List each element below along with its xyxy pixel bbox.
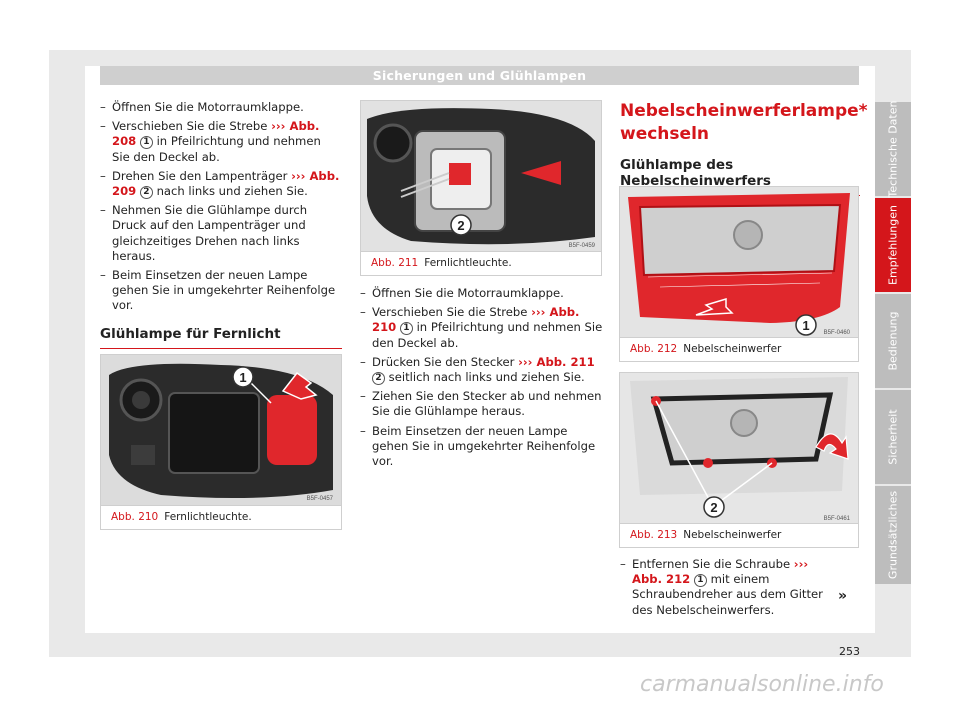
headlamp-connector-illustration: 2 B5F-0459 bbox=[361, 101, 601, 251]
tab-sicherheit[interactable]: Sicherheit bbox=[875, 390, 911, 484]
page-number: 253 bbox=[839, 645, 860, 658]
figure-reference-link[interactable]: ››› Abb. 212 bbox=[632, 557, 809, 587]
callout-number: 2 bbox=[372, 372, 385, 386]
section-header: Sicherungen und Glühlampen bbox=[100, 66, 859, 85]
callout-number: 1 bbox=[399, 322, 413, 336]
tab-technische-daten[interactable]: Technische Daten bbox=[875, 101, 911, 197]
step-item: Nehmen Sie die Glühlampe durch Druck auf… bbox=[100, 203, 342, 264]
figure-reference-link[interactable]: ››› Abb. 211 bbox=[518, 354, 595, 369]
headlamp-illustration: 1 B5F-0457 bbox=[101, 355, 341, 505]
figure-code: B5F-0461 bbox=[824, 516, 851, 522]
figure-callout: 1 bbox=[802, 318, 809, 333]
tab-bedienung[interactable]: Bedienung bbox=[875, 294, 911, 388]
figure-reference-link[interactable]: ››› Abb. 210 bbox=[372, 305, 580, 335]
callout-number: 1 bbox=[139, 136, 153, 150]
figure-reference-link[interactable]: ››› Abb. 208 bbox=[112, 119, 320, 149]
right-column-steps: Entfernen Sie die Schraube ››› Abb. 212 … bbox=[620, 557, 834, 622]
step-item: Drehen Sie den Lampenträger ››› Abb. 209… bbox=[100, 168, 342, 200]
continue-mark: » bbox=[838, 588, 848, 604]
section-title: Nebelscheinwerferlampe* wechseln bbox=[620, 101, 868, 144]
figure-callout: 2 bbox=[710, 500, 717, 515]
step-item: Verschieben Sie die Strebe ››› Abb. 208 … bbox=[100, 119, 342, 165]
figure-callout: 2 bbox=[457, 218, 464, 233]
foglamp-screws-illustration: 2 B5F-0461 bbox=[620, 373, 858, 523]
step-item: Beim Einsetzen der neuen Lampe gehen Sie… bbox=[100, 268, 342, 314]
step-item: Öffnen Sie die Motorraumklappe. bbox=[100, 100, 342, 115]
step-item: Drücken Sie den Stecker ››› Abb. 211 2 s… bbox=[360, 354, 604, 386]
callout-number: 1 bbox=[693, 574, 707, 588]
step-item: Verschieben Sie die Strebe ››› Abb. 210 … bbox=[360, 305, 604, 351]
step-item: Öffnen Sie die Motorraumklappe. bbox=[360, 286, 604, 301]
figure-reference-link[interactable]: ››› Abb. 209 bbox=[112, 168, 340, 199]
foglamp-grille-illustration: 1 B5F-0460 bbox=[620, 187, 858, 337]
subheading-fernlicht: Glühlampe für Fernlicht bbox=[100, 326, 342, 349]
figure-code: B5F-0460 bbox=[824, 330, 851, 336]
figure-code: B5F-0459 bbox=[569, 243, 596, 249]
step-item: Entfernen Sie die Schraube ››› Abb. 212 … bbox=[620, 557, 834, 618]
step-item: Ziehen Sie den Stecker ab und nehmen Sie… bbox=[360, 389, 604, 419]
tab-empfehlungen[interactable]: Empfehlungen bbox=[875, 198, 911, 292]
watermark: carmanualsonline.info bbox=[640, 672, 884, 697]
middle-column: Öffnen Sie die Motorraumklappe. Verschie… bbox=[360, 286, 604, 473]
step-item: Beim Einsetzen der neuen Lampe gehen Sie… bbox=[360, 424, 604, 470]
figure-code: B5F-0457 bbox=[307, 496, 334, 502]
left-column: Öffnen Sie die Motorraumklappe. Verschie… bbox=[100, 100, 342, 318]
figure-callout: 1 bbox=[239, 370, 246, 385]
tab-grundsaetzliches[interactable]: Grundsätzliches bbox=[875, 486, 911, 584]
callout-number: 2 bbox=[139, 186, 153, 200]
